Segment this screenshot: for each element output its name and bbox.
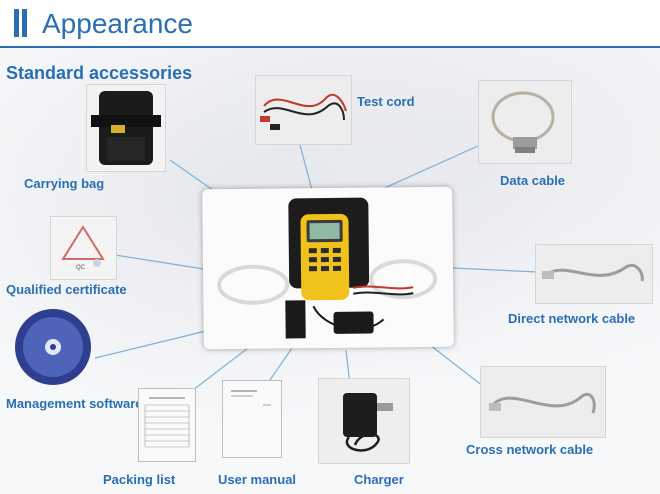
management-software-label: Management software — [6, 396, 143, 411]
test-cord-label: Test cord — [357, 94, 415, 109]
charger-photo — [318, 378, 410, 464]
connector-line — [94, 329, 211, 359]
header-accent-bar — [22, 9, 27, 37]
connector-line — [269, 347, 293, 381]
slide-header: Appearance — [0, 0, 660, 48]
management-software-photo — [12, 306, 94, 388]
user-manual-label: User manual — [218, 472, 297, 487]
header-accent-bar — [14, 9, 19, 37]
direct-network-cable-photo — [535, 244, 653, 304]
page-title: Appearance — [42, 8, 194, 39]
carrying-bag-photo — [86, 84, 166, 172]
test-cord-photo — [255, 75, 352, 145]
qualified-certificate-photo: QC — [50, 216, 117, 280]
cross-network-cable-photo — [480, 366, 606, 438]
direct-network-cable-label: Direct network cable — [508, 311, 636, 326]
packing-list-photo — [138, 388, 196, 462]
carrying-bag-label: Carrying bag — [24, 176, 105, 191]
connector-line — [379, 145, 479, 191]
connector-line — [299, 144, 313, 191]
connector-line — [429, 344, 489, 391]
main-product-photo — [202, 186, 454, 350]
connector-line — [114, 254, 211, 271]
qualified-certificate-label: Qualified certificate — [6, 282, 127, 297]
data-cable-label: Data cable — [500, 173, 566, 188]
user-manual-photo — [222, 380, 282, 458]
connector-line — [451, 267, 539, 273]
svg-text:QC: QC — [76, 265, 86, 271]
packing-list-label: Packing list — [103, 472, 176, 487]
data-cable-photo — [478, 80, 572, 164]
cross-network-cable-label: Cross network cable — [466, 442, 594, 457]
section-subtitle: Standard accessories — [6, 63, 193, 83]
charger-label: Charger — [354, 472, 404, 487]
